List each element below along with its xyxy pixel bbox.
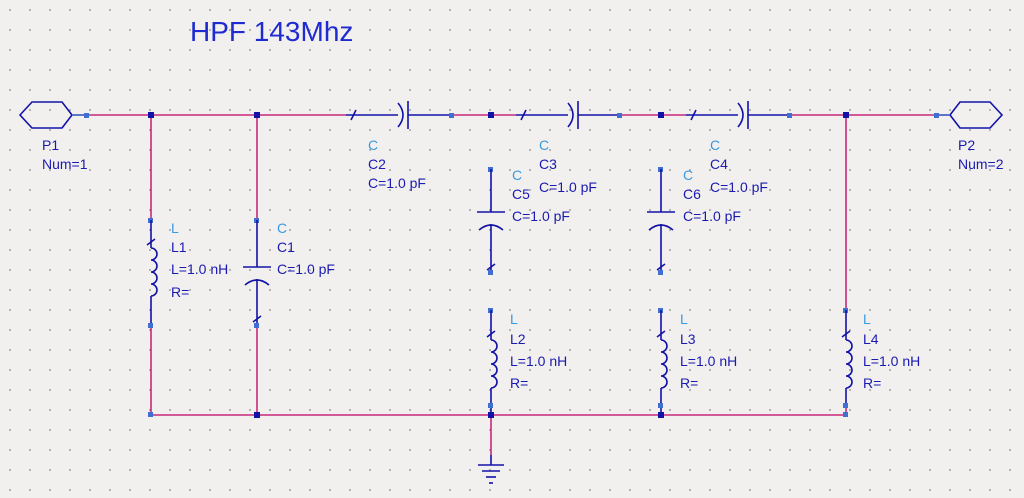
svg-text:C=1.0 pF: C=1.0 pF: [512, 208, 570, 224]
svg-text:C: C: [512, 167, 522, 183]
svg-text:C1: C1: [277, 239, 295, 255]
port-p2[interactable]: P2 Num=2: [934, 101, 1004, 172]
junction-nodes: [148, 112, 849, 418]
svg-text:C5: C5: [512, 186, 530, 202]
port-p2-icon: [948, 101, 1004, 129]
svg-text:L=1.0 nH: L=1.0 nH: [863, 353, 920, 369]
svg-text:C=1.0 pF: C=1.0 pF: [539, 179, 597, 195]
capacitor-c4[interactable]: C C4 C=1.0 pF: [686, 101, 792, 195]
port-p2-name: P2: [958, 137, 975, 153]
svg-text:C=1.0 pF: C=1.0 pF: [277, 261, 335, 277]
port-p2-num: Num=2: [958, 156, 1004, 172]
svg-text:C4: C4: [710, 156, 728, 172]
svg-text:C: C: [277, 220, 287, 236]
port-p1[interactable]: P1 Num=1: [18, 101, 89, 172]
svg-text:L3: L3: [680, 331, 696, 347]
svg-text:L: L: [510, 311, 518, 327]
svg-text:R=: R=: [680, 375, 698, 391]
svg-text:C2: C2: [368, 156, 386, 172]
svg-text:L=1.0 nH: L=1.0 nH: [171, 261, 228, 277]
port-p1-num: Num=1: [42, 156, 88, 172]
svg-text:C=1.0 pF: C=1.0 pF: [710, 179, 768, 195]
ground-icon: [478, 455, 504, 484]
svg-text:C=1.0 pF: C=1.0 pF: [368, 175, 426, 191]
svg-text:L2: L2: [510, 331, 526, 347]
svg-text:C: C: [683, 167, 693, 183]
svg-text:R=: R=: [863, 375, 881, 391]
capacitor-c2[interactable]: C C2 C=1.0 pF: [346, 101, 454, 191]
capacitor-c5[interactable]: C C5 C=1.0 pF: [477, 167, 570, 275]
inductor-l1[interactable]: L L1 L=1.0 nH R=: [146, 218, 228, 328]
svg-text:L=1.0 nH: L=1.0 nH: [680, 353, 737, 369]
svg-text:C: C: [710, 137, 720, 153]
svg-text:L: L: [171, 220, 179, 236]
svg-text:L4: L4: [863, 331, 879, 347]
inductor-l4[interactable]: L L4 L=1.0 nH R=: [841, 308, 920, 408]
svg-text:C=1.0 pF: C=1.0 pF: [683, 208, 741, 224]
svg-text:L: L: [863, 311, 871, 327]
svg-text:L=1.0 nH: L=1.0 nH: [510, 353, 567, 369]
svg-text:C3: C3: [539, 156, 557, 172]
inductor-l2[interactable]: L L2 L=1.0 nH R=: [486, 308, 567, 415]
svg-text:C: C: [368, 137, 378, 153]
schematic-title: HPF 143Mhz: [190, 16, 353, 47]
svg-text:R=: R=: [171, 284, 189, 300]
capacitor-c6[interactable]: C C6 C=1.0 pF: [647, 167, 741, 275]
svg-text:R=: R=: [510, 375, 528, 391]
capacitor-c3[interactable]: C C3 C=1.0 pF: [516, 101, 622, 195]
port-p1-name: P1: [42, 137, 59, 153]
svg-text:C: C: [539, 137, 549, 153]
capacitor-c1[interactable]: C C1 C=1.0 pF: [243, 218, 335, 328]
svg-text:L: L: [680, 311, 688, 327]
svg-text:L1: L1: [171, 239, 187, 255]
inductor-l3[interactable]: L L3 L=1.0 nH R=: [656, 308, 737, 415]
svg-text:C6: C6: [683, 186, 701, 202]
